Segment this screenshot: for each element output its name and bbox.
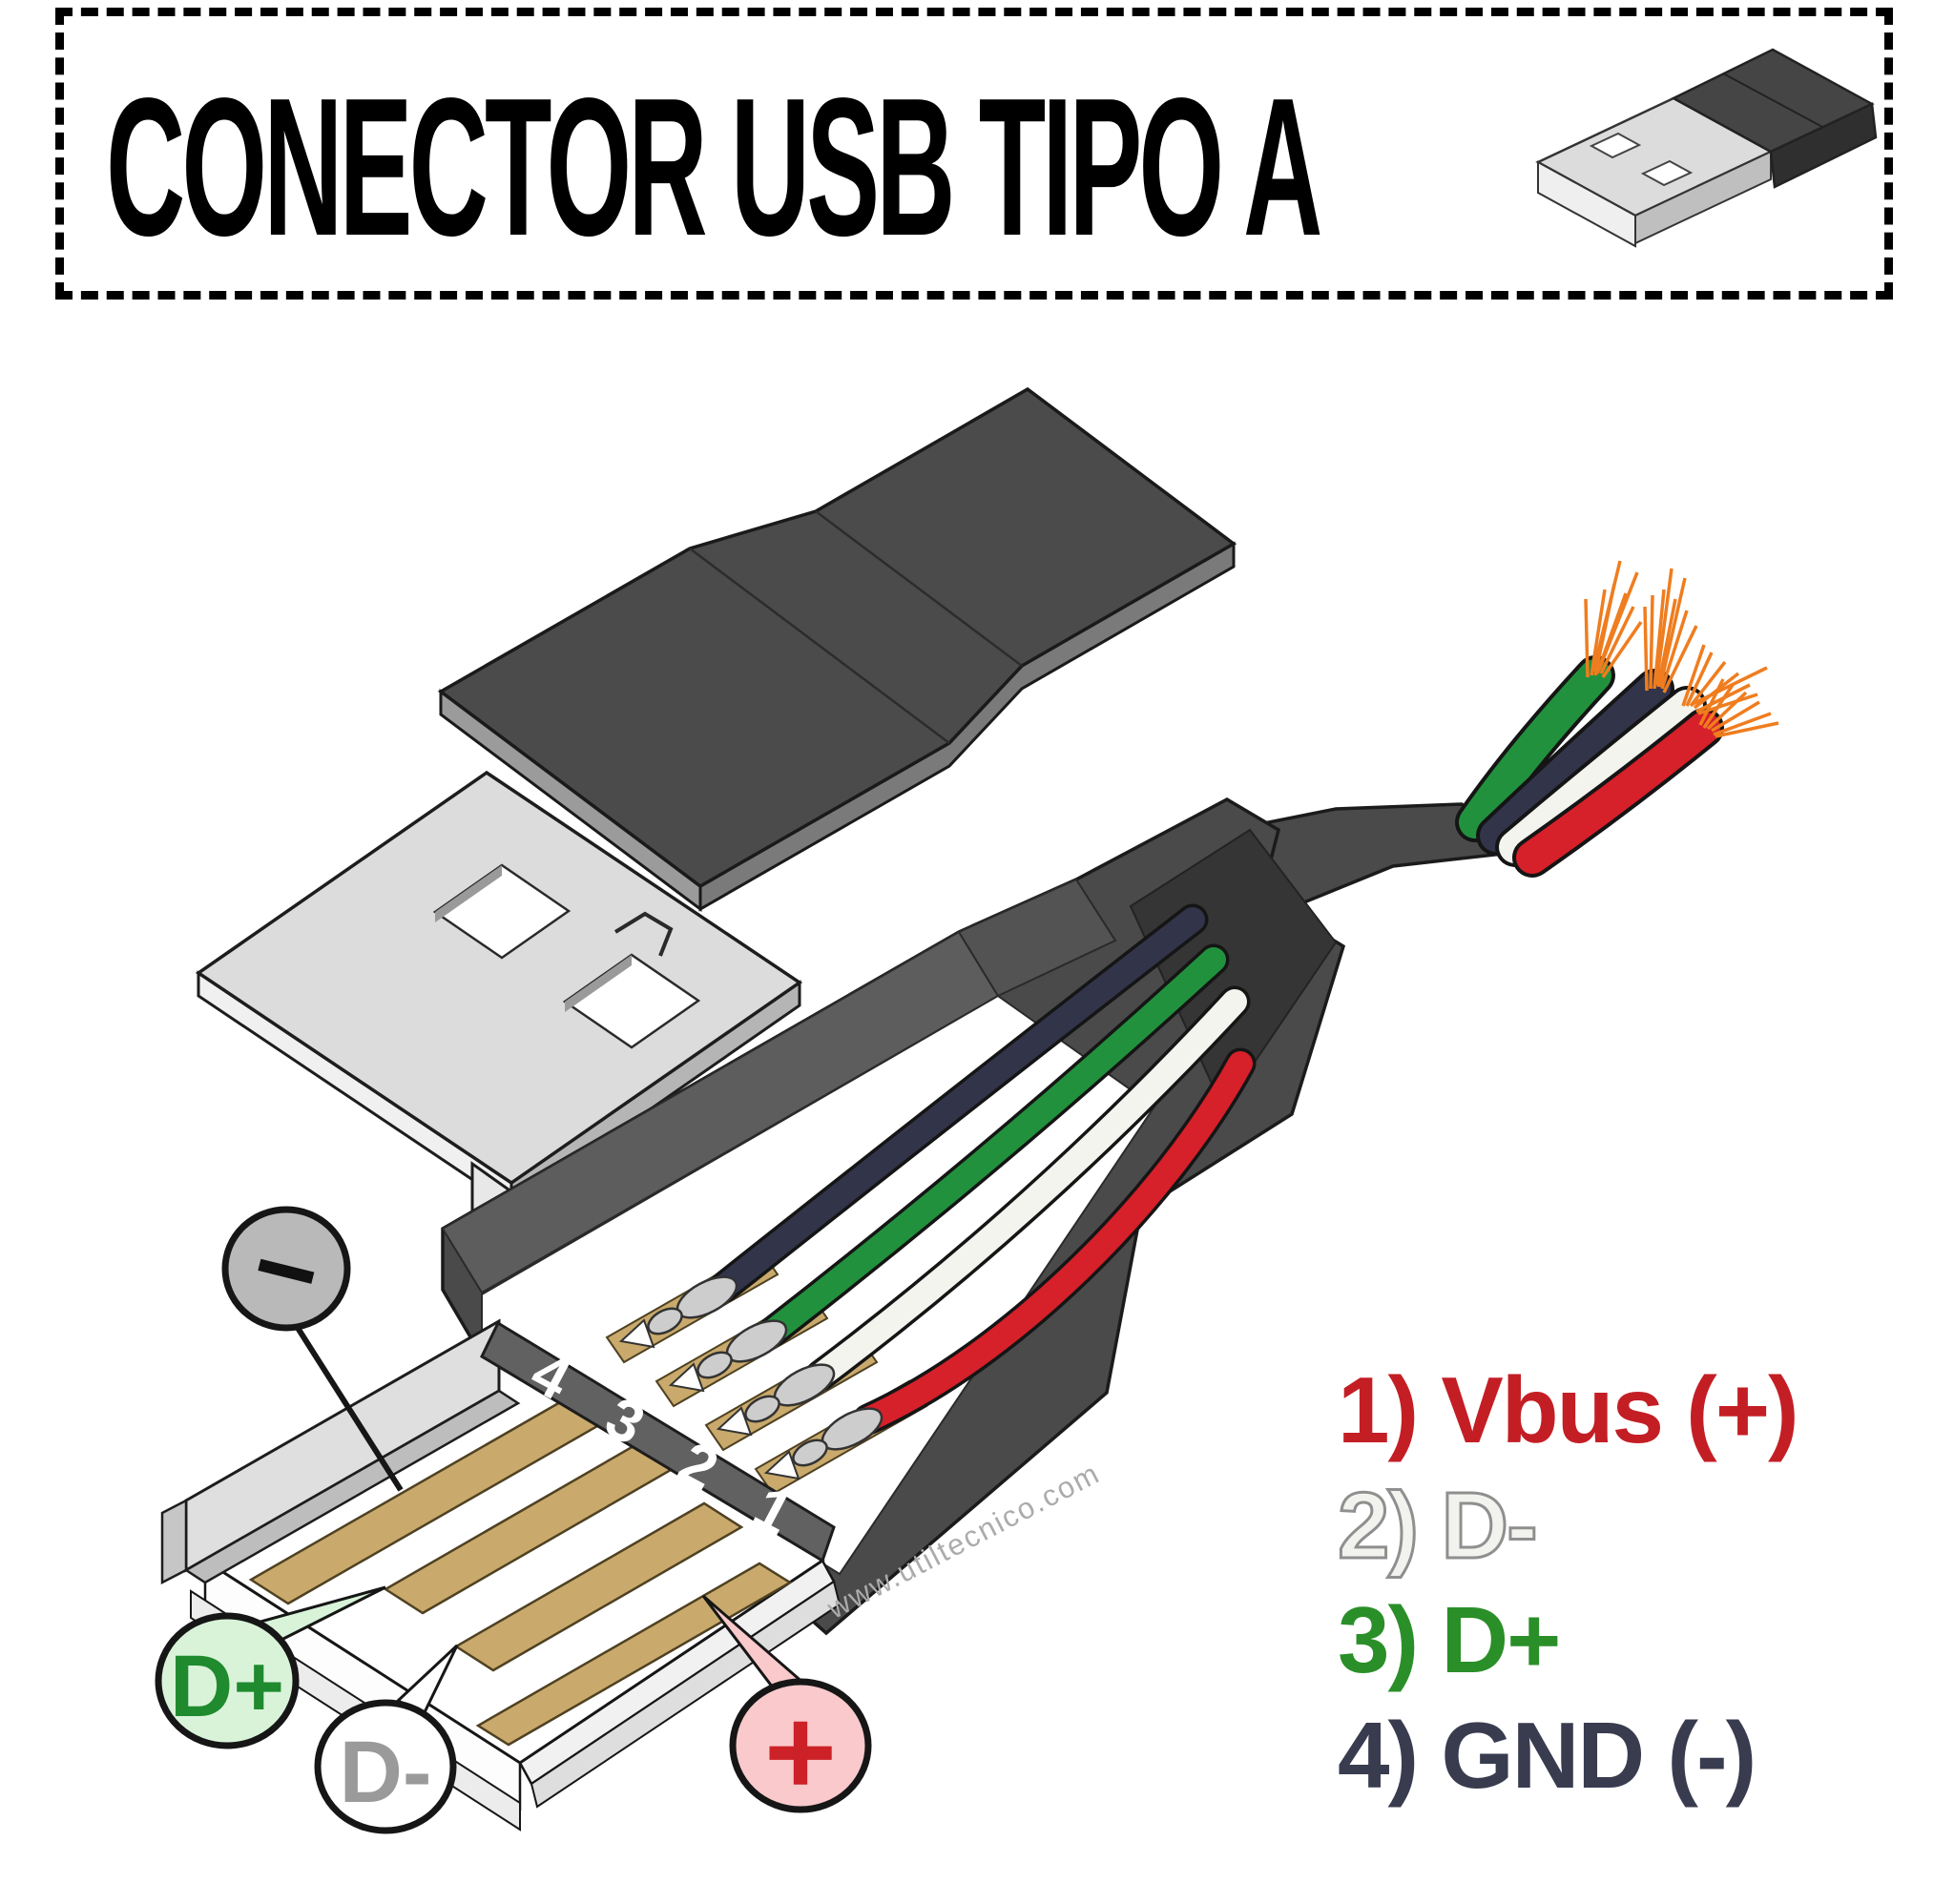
- gnd-leader-line: [295, 1326, 404, 1492]
- legend-item-dminus: 2) D-: [1337, 1471, 1540, 1579]
- stripped-wires: [1455, 655, 1724, 878]
- legend-item-vbus: 1) Vbus (+): [1338, 1357, 1799, 1462]
- pinout-legend: 1) Vbus (+) 2) D- 3) D+ 4) GND (-): [1337, 1353, 1799, 1812]
- gnd-callout-bubble: [221, 1206, 351, 1332]
- pin-number-band: 4 3 2 1: [480, 1320, 836, 1563]
- crimp-contacts: [647, 1275, 883, 1467]
- usb-plug-thumbnail-icon: [1535, 48, 1878, 248]
- dminus-callout-bubble: [314, 1699, 457, 1834]
- vbus-callout-symbol: +: [764, 1682, 837, 1821]
- wire-red-vbus: [856, 1051, 1253, 1432]
- vbus-callout-bubble: [729, 1678, 872, 1813]
- dplus-callout-bubble: [155, 1612, 300, 1749]
- shell-bottom-rail: [160, 1318, 521, 1585]
- wire-black-gnd: [711, 907, 1205, 1300]
- shell-tab: [613, 911, 674, 957]
- wire-green-dplus: [760, 947, 1226, 1344]
- contact-tips: [618, 1318, 800, 1480]
- cable: [1218, 560, 1779, 923]
- shell-hole-2: [562, 953, 701, 1049]
- dplus-callout-label: D+: [170, 1638, 284, 1735]
- copper-strands: [1584, 560, 1779, 738]
- legend-item-gnd: 4) GND (-): [1338, 1702, 1757, 1808]
- shell-hole-1: [432, 863, 572, 960]
- pin-strip-2-dminus: [453, 1501, 744, 1672]
- internal-wires: [707, 903, 1257, 1436]
- wire-white-dminus: [808, 989, 1247, 1388]
- page-title: CONECTOR USB TIPO A: [106, 57, 1322, 277]
- housing-top-cover: [437, 386, 1237, 912]
- callouts: − D+ D- +: [155, 1204, 872, 1834]
- legend-item-dplus: 3) D+: [1338, 1587, 1561, 1693]
- dminus-callout-label: D-: [339, 1724, 431, 1821]
